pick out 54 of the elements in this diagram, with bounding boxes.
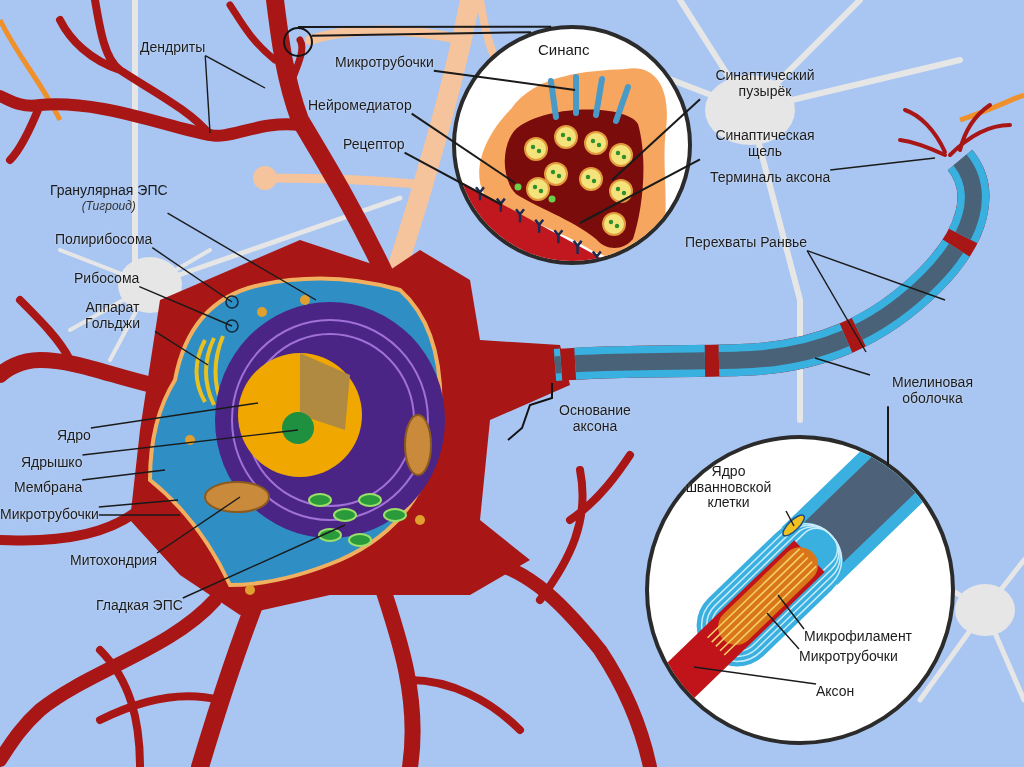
part-label: Гладкая ЭПС [96, 598, 183, 614]
part-label: Микротрубочки [0, 507, 99, 523]
part-label: Аксон [816, 684, 855, 700]
part-label: Ядро [57, 428, 91, 444]
magnifier-line [611, 98, 701, 181]
magnifier-line [887, 405, 889, 466]
part-label: Нейромедиатор [308, 98, 412, 114]
leader-line [166, 212, 317, 301]
leader-line [806, 249, 867, 353]
leader-line [814, 357, 871, 376]
leader-line [98, 499, 179, 508]
part-label: Микрофиламент [804, 629, 913, 645]
part-label-note: (Тигроид) [81, 198, 136, 214]
part-label: Гранулярная ЭПС [50, 182, 168, 199]
leader-line [777, 594, 805, 630]
leader-line [151, 246, 233, 303]
leader-line [138, 285, 233, 327]
part-label: Ядрышко [21, 455, 83, 471]
part-label: Мембрана [14, 480, 83, 496]
leader-line [693, 666, 817, 685]
leader-line [829, 157, 936, 171]
magnifier-line [310, 31, 532, 37]
leader-line [204, 54, 266, 89]
magnifier-ring [283, 27, 313, 57]
magnifier-line [297, 25, 553, 28]
leader-line [204, 54, 211, 134]
part-label: Терминаль аксона [710, 170, 831, 186]
magnifier-line [403, 151, 503, 206]
leader-line [156, 496, 241, 554]
leader-line [806, 249, 946, 301]
part-label: Синаптический пузырёк [700, 68, 830, 100]
leader-line [154, 330, 209, 366]
part-label: Синаптическая щель [700, 128, 830, 160]
part-label: Микротрубочки [335, 55, 434, 71]
leader-line [81, 429, 299, 456]
part-label: Митохондрия [70, 553, 158, 569]
part-label: Полирибосома [55, 232, 153, 248]
part-label: Рецептор [343, 137, 405, 153]
leader-line [785, 510, 795, 527]
part-label: Аппарат Гольджи [70, 300, 155, 332]
magnifier-line [432, 69, 576, 91]
magnifier-line [410, 112, 516, 184]
part-label: Рибосома [74, 271, 140, 287]
inset-title: Синапс [538, 41, 590, 58]
leader-line [81, 469, 166, 481]
leader-line [98, 514, 181, 516]
part-label: Дендриты [140, 40, 206, 56]
leader-line [766, 612, 800, 650]
leader-line [182, 524, 346, 599]
part-label: Основание аксона [558, 403, 632, 435]
part-label: Перехваты Ранвье [685, 235, 808, 251]
part-label: Миелиновая оболочка [870, 375, 995, 407]
part-label: Микротрубочки [799, 649, 898, 665]
leader-line [90, 402, 259, 429]
